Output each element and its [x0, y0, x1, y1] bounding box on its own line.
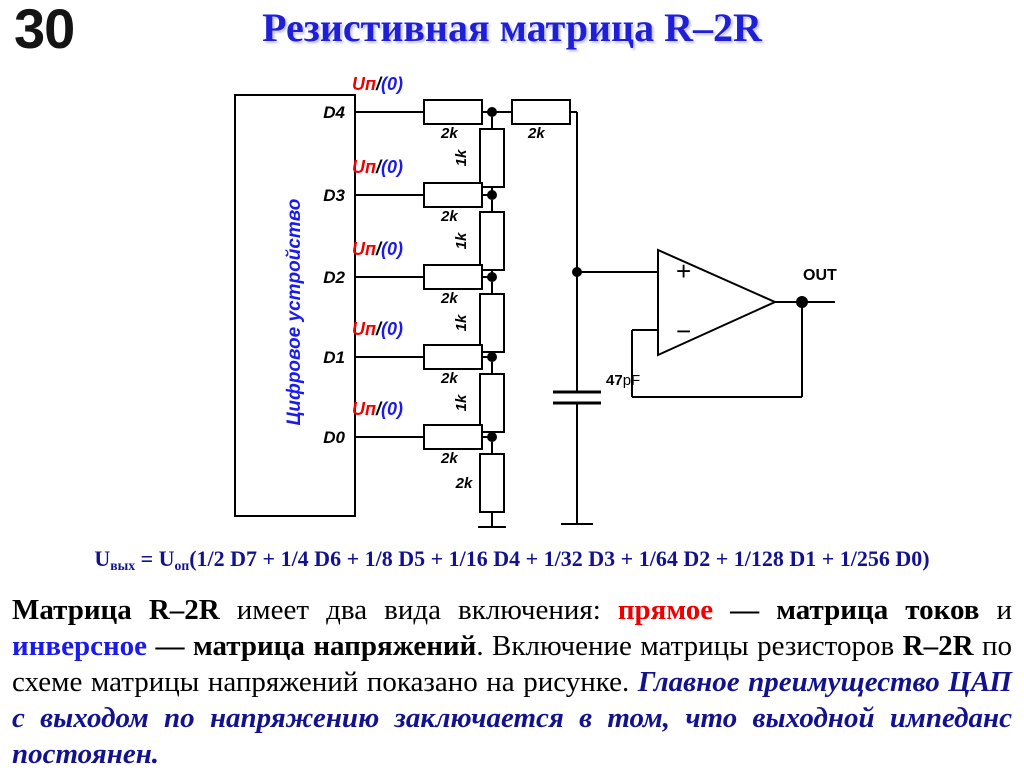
output-voltage-formula: Uвых = Uоп(1/2 D7 + 1/4 D6 + 1/8 D5 + 1/… [0, 546, 1024, 573]
text-seg10: по схеме матрицы напряжений показано на … [12, 630, 1012, 698]
resistor-label-1k-d4-d3: 1k [453, 149, 470, 166]
pin-label-d1: D1 [323, 348, 345, 367]
text-matrix-r2r: Матрица R–2R [12, 594, 220, 626]
digital-device-label: Цифровое устройство [284, 199, 305, 426]
resistor-label-1k-d1-d0: 1k [453, 394, 470, 411]
pin-label-d0: D0 [323, 428, 345, 447]
resistor-2k-d4 [423, 99, 483, 125]
formula-rhs: Uоп [158, 546, 190, 573]
junction-d1 [487, 352, 497, 362]
resistor-label-2k-d2: 2k [440, 290, 458, 307]
text-current-matrix: — матрица токов [713, 594, 980, 626]
junction-d2 [487, 272, 497, 282]
signal-label-d0: Uп/(0) [352, 399, 403, 419]
text-seg2: имеет два вида включения: [219, 594, 618, 626]
opamp-minus-symbol: − [676, 316, 691, 346]
opamp-plus-symbol: + [676, 256, 691, 286]
digital-device-box [234, 94, 356, 517]
resistor-1k-d3-d2 [479, 211, 505, 271]
pin-label-d3: D3 [323, 186, 345, 205]
resistor-label-2k-d1: 2k [440, 370, 458, 387]
resistor-2k-terminating [511, 99, 571, 125]
pin-label-d4: D4 [323, 103, 345, 122]
signal-label-d3: Uп/(0) [352, 157, 403, 177]
text-seg8: . Включение матрицы резисторов [476, 630, 903, 662]
formula-equals: = [140, 546, 154, 571]
text-r2r-second: R–2R [902, 630, 974, 662]
signal-label-d1: Uп/(0) [352, 319, 403, 339]
resistor-label-2k-d0: 2k [440, 450, 458, 467]
resistor-label-2k-terminating: 2k [527, 125, 545, 142]
resistor-2k-d0 [423, 424, 483, 450]
junction-d3 [487, 190, 497, 200]
text-conclusion: Главное преимущество ЦАП с выходом по на… [12, 666, 1012, 770]
formula-lhs: Uвых [94, 546, 136, 573]
junction-output [796, 296, 808, 308]
resistor-2k-d2 [423, 264, 483, 290]
junction-d0 [487, 432, 497, 442]
resistor-label-1k-d2-d1: 1k [453, 314, 470, 331]
capacitor-label: 47pF [606, 372, 640, 389]
pin-label-d2: D2 [323, 268, 345, 287]
resistor-label-2k-d3: 2k [440, 208, 458, 225]
resistor-1k-d2-d1 [479, 293, 505, 353]
text-direct-mode: прямое [617, 594, 714, 626]
resistor-2k-ground [479, 453, 505, 513]
text-seg5: и [979, 594, 1012, 626]
resistor-1k-d1-d0 [479, 373, 505, 433]
resistor-1k-d4-d3 [479, 128, 505, 188]
output-label: OUT [803, 267, 837, 284]
page-title: Резистивная матрица R–2R [262, 5, 762, 50]
signal-label-d4: Uп/(0) [352, 74, 403, 94]
circuit-schematic: Цифровое устройство D4 2k Uп/(0) 2k 1k D… [0, 72, 1024, 538]
resistor-2k-d3 [423, 182, 483, 208]
opamp-triangle [657, 248, 778, 357]
resistor-label-1k-d3-d2: 1k [453, 232, 470, 249]
body-paragraph: Матрица R–2R имеет два вида включения: п… [12, 592, 1012, 772]
page-number: 30 [14, 0, 75, 60]
resistor-label-2k-d4: 2k [440, 125, 458, 142]
resistor-2k-d1 [423, 344, 483, 370]
text-inverse-mode: инверсное [12, 630, 148, 662]
formula-expression: (1/2 D7 + 1/4 D6 + 1/8 D5 + 1/16 D4 + 1/… [189, 546, 930, 571]
signal-label-d2: Uп/(0) [352, 239, 403, 259]
text-voltage-matrix: — матрица напряжений [147, 630, 477, 662]
resistor-label-2k-ground: 2k [455, 475, 473, 492]
